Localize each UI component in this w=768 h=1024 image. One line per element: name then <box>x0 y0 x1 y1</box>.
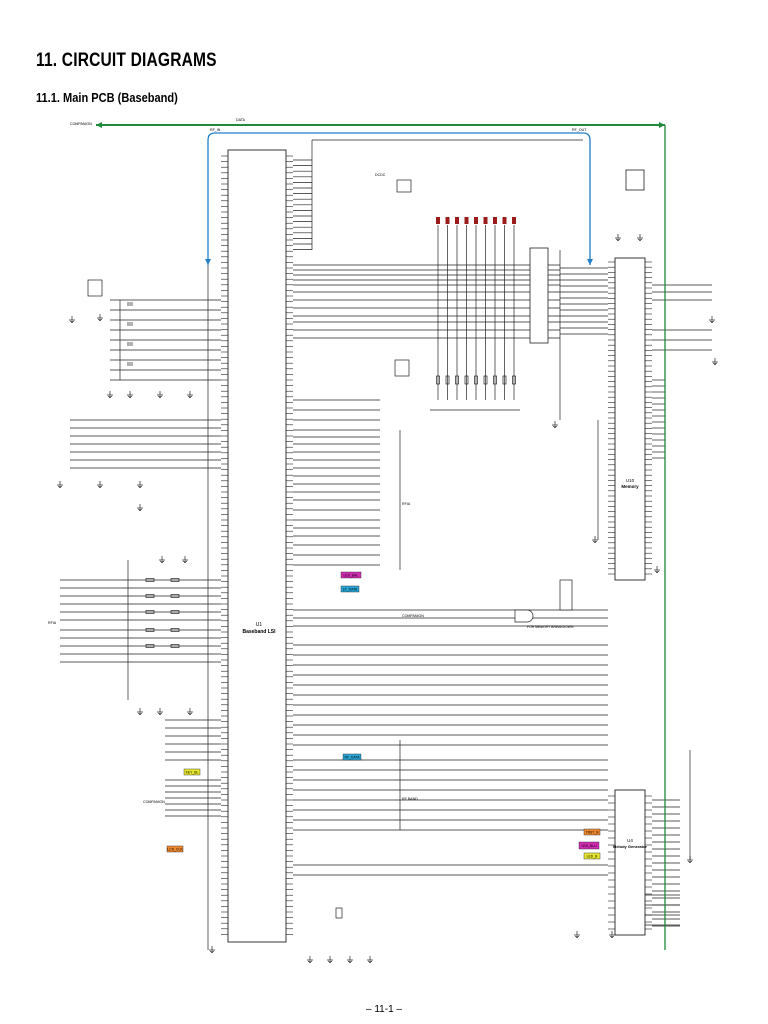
melody-generator-ic <box>614 789 646 936</box>
tag-rf-data-text: RF_DATA <box>345 756 361 760</box>
connector-header <box>529 247 549 344</box>
test-point <box>502 217 507 224</box>
test-point <box>464 217 469 224</box>
tag-rf-data <box>342 753 362 761</box>
test-point <box>512 217 516 224</box>
regulator-ic <box>625 169 645 191</box>
u10-name: Memory <box>621 484 639 489</box>
tag-key-bl-text: KEY_BL <box>186 771 199 775</box>
tag-lcd-clk <box>166 845 184 853</box>
resistor <box>170 644 180 648</box>
green-bus-arrow-right <box>659 122 665 128</box>
resistor <box>145 594 155 598</box>
baseband-lsi-ic <box>227 149 287 943</box>
tag-lcd-clk-text: LCD_CLK <box>167 848 183 852</box>
resistor <box>512 375 516 385</box>
test-point <box>474 217 478 224</box>
blue-bus-arrow-left <box>205 259 211 265</box>
companion-mid-label: COMPANION <box>402 614 424 618</box>
page-title: 11. CIRCUIT DIAGRAMS <box>36 50 217 71</box>
resistor <box>502 375 507 385</box>
tag-led-blu-text: LED_BLU <box>581 844 597 848</box>
resistor <box>445 375 450 385</box>
bus-label-rf-in: RF_IN <box>210 128 221 132</box>
and-gate <box>514 609 534 623</box>
transistor <box>87 279 103 297</box>
resistor <box>145 628 155 632</box>
u1-name: Baseband LSI <box>242 629 276 635</box>
resistor-array <box>559 579 573 611</box>
resistor <box>170 578 180 582</box>
bus-label-data: DATA <box>236 118 246 122</box>
schematic-components <box>57 179 718 963</box>
blue-bus-arrow-right <box>587 259 593 265</box>
resistor <box>464 375 469 385</box>
memory-ic <box>614 257 646 581</box>
test-point <box>455 217 459 224</box>
green-bus-arrow-left <box>96 122 102 128</box>
u4-name: Melody Generator <box>613 844 647 849</box>
tag-led-b <box>583 852 601 860</box>
resistor <box>145 644 155 648</box>
resistor <box>474 375 478 385</box>
colored-net-tags: LED_BAL LF_DATA RF_DATA KEY_BL LCD_CLK T… <box>166 571 601 860</box>
crystal <box>335 907 343 919</box>
tag-trst-b-text: TRST_B <box>586 831 600 835</box>
test-point <box>493 217 497 224</box>
tag-led-bal <box>340 571 362 579</box>
u4-ref: U4 <box>627 838 633 843</box>
logic-gate <box>394 359 410 377</box>
section-title: 11.1. Main PCB (Baseband) <box>36 90 178 105</box>
tag-led-b-text: LED_B <box>587 855 598 859</box>
tag-led-bal-text: LED_BAL <box>344 574 359 578</box>
rfia-left-label: RFIA <box>48 621 57 625</box>
blue-control-bus <box>207 132 591 265</box>
u1-ref: U1 <box>256 622 263 628</box>
resistor <box>483 375 488 385</box>
tag-key-bl <box>183 768 201 776</box>
tag-trst-b <box>583 828 601 836</box>
u10-ref: U10 <box>626 478 635 483</box>
resistor <box>170 594 180 598</box>
resistor <box>145 610 155 614</box>
resistor <box>170 628 180 632</box>
logic-gate <box>396 179 412 193</box>
dcdc-connector-label: DCDC <box>375 173 386 177</box>
ic-pin-stubs <box>221 155 652 935</box>
rfia-right-label: RFIA <box>402 502 411 506</box>
page-number: – 11-1 – <box>366 1004 402 1015</box>
test-point <box>483 217 488 224</box>
companion-low-label: COMPANION <box>143 800 165 804</box>
tag-lf-data-text: LF_DATA <box>343 588 358 592</box>
test-point <box>436 217 440 224</box>
resistor <box>170 610 180 614</box>
test-point <box>445 217 450 224</box>
tag-lf-data <box>340 585 360 593</box>
schematic-wires <box>60 139 712 950</box>
memory-breakdown-note: FOR MEMORY BREAKDOWN <box>527 625 574 629</box>
resistor <box>455 375 459 385</box>
tag-led-blu <box>578 841 600 850</box>
companion-top-label: COMPANION <box>70 122 92 126</box>
resistor <box>436 375 440 385</box>
rf-band-label: RF BAND <box>402 797 418 801</box>
resistor <box>493 375 497 385</box>
resistor <box>145 578 155 582</box>
bus-label-rf-out: RF_OUT <box>572 128 587 132</box>
